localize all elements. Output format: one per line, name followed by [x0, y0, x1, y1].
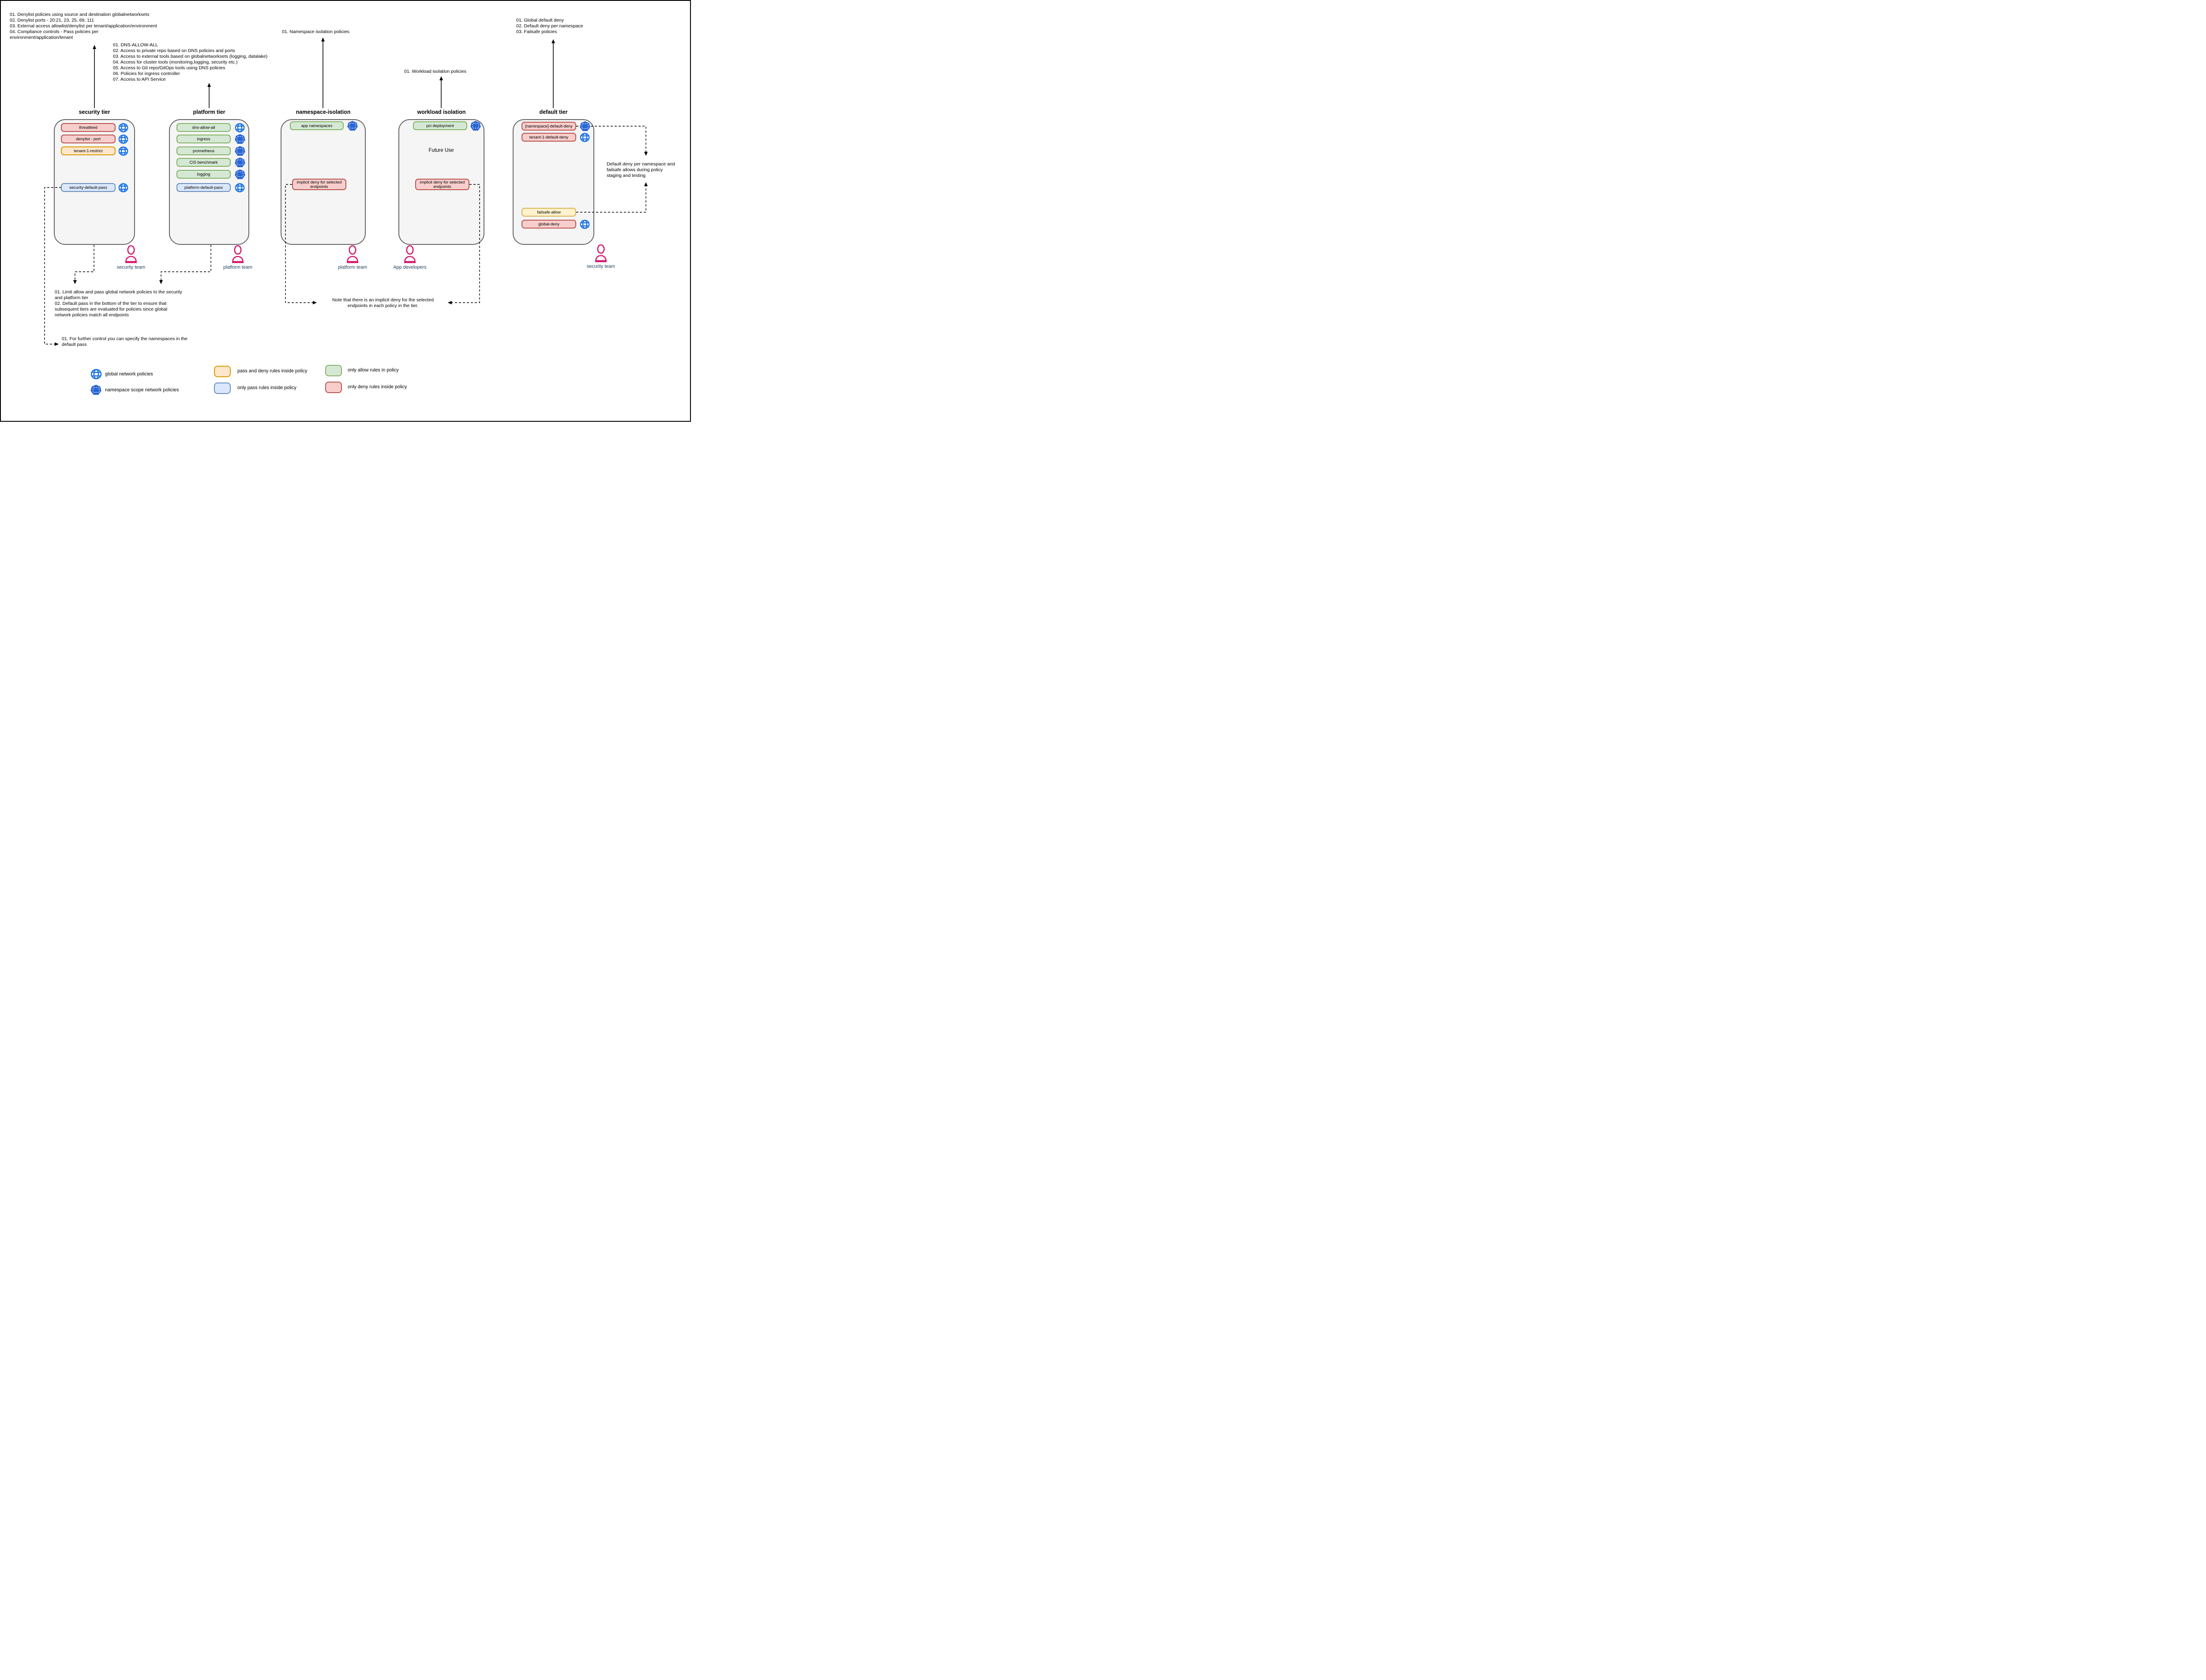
globe-icon	[118, 146, 128, 156]
limit-note: 01. Limit allow and pass global network …	[55, 289, 182, 318]
legend-label-only-allow: only allow rules in policy	[348, 368, 399, 373]
tier-box-workload-isolation	[398, 119, 484, 245]
tier-title-namespace-isolation: namespace-isolation	[296, 109, 351, 115]
policy-global-deny: global-deny	[521, 220, 576, 229]
namespace-icon	[235, 158, 245, 167]
person-icon	[404, 245, 416, 263]
namespace-icon	[235, 169, 245, 179]
tier-title-default: default tier	[539, 109, 568, 115]
person-icon	[125, 245, 137, 263]
policy-tenant-1-default-deny: tenant-1-default-deny	[521, 133, 576, 142]
diagram-canvas: 01. Denylist policies using source and d…	[0, 0, 691, 422]
policy-implicit-deny-ns: implicit deny for selected endpoints	[292, 179, 346, 190]
legend-label-global: global network policies	[105, 371, 153, 377]
tier-title-platform: platform tier	[193, 109, 225, 115]
globe-icon	[90, 369, 102, 379]
legend-swatch-red	[325, 382, 342, 393]
default-tier-notes: 01. Global default deny 02. Default deny…	[516, 18, 583, 34]
globe-icon	[118, 123, 128, 132]
tier-title-security: security tier	[79, 109, 110, 115]
namespace-icon	[347, 121, 358, 131]
team-label-platform-2: platform team	[338, 265, 367, 270]
globe-icon	[235, 123, 245, 132]
tier-title-workload-isolation: workload isolation	[417, 109, 466, 115]
namespace-icon	[235, 146, 245, 156]
policy-pci-deployment: pci deployment	[413, 121, 467, 130]
policy-cis-benchmark: CIS benchmark	[176, 158, 231, 167]
namespace-icon	[235, 134, 245, 144]
legend-swatch-orange	[214, 366, 231, 377]
implicit-deny-note: Note that there is an implicit deny for …	[332, 297, 434, 308]
team-label-security: security team	[116, 265, 146, 270]
workload-isolation-note: 01. Workload isolation policies	[404, 69, 467, 74]
person-icon	[232, 245, 244, 263]
policy-prometheus: prometheus	[176, 146, 231, 155]
legend-label-only-deny: only deny rules inside policy	[348, 384, 407, 390]
team-label-security-2: security team	[586, 264, 615, 269]
policy-ingress: ingress	[176, 135, 231, 143]
connector-lines	[44, 38, 690, 346]
namespace-icon	[580, 121, 590, 131]
further-control-note: 01. For further control you can specify …	[62, 336, 188, 347]
policy-namespace-default-deny: [namespace]-default-deny	[521, 122, 576, 131]
policy-dns-allow-all: dns-allow-all	[176, 123, 231, 132]
policy-logging: logging	[176, 170, 231, 179]
person-icon	[347, 245, 358, 263]
policy-denylist-port: denylist - port	[61, 135, 116, 143]
team-label-platform: platform team	[223, 265, 252, 270]
legend-label-namespace: namespace scope network policies	[105, 387, 179, 393]
globe-icon	[235, 183, 245, 192]
namespace-icon	[470, 121, 481, 131]
legend-swatch-green	[325, 365, 342, 376]
globe-icon	[580, 133, 590, 142]
legend-label-only-pass: only pass rules inside policy	[237, 385, 296, 390]
person-icon	[595, 244, 607, 262]
globe-icon	[580, 220, 590, 229]
policy-implicit-deny-workload: implicit deny for selected endpoints	[415, 179, 469, 190]
platform-tier-notes: 01. DNS-ALLOW-ALL 02. Access to private …	[113, 42, 268, 82]
security-tier-notes: 01. Denylist policies using source and d…	[10, 12, 157, 40]
namespace-isolation-note: 01. Namespace isolation policies	[282, 29, 349, 34]
team-label-app-developers: App developers	[393, 265, 427, 270]
policy-security-default-pass: security-default-pass	[61, 183, 116, 192]
policy-platform-default-pass: platform-default-pass	[176, 183, 231, 192]
globe-icon	[118, 135, 128, 144]
policy-failsafe-allow: failsafe-allow	[521, 208, 576, 217]
policy-threatfeed: threatfeed	[61, 123, 116, 132]
future-use-label: Future Use	[428, 148, 454, 153]
staging-note: Default deny per namespace and failsafe …	[607, 161, 675, 178]
namespace-icon	[90, 385, 101, 395]
legend-swatch-blue	[214, 382, 231, 394]
legend-label-pass-deny: pass and deny rules inside policy	[237, 368, 308, 374]
policy-tenant-1-restrict: tenant-1-restrict	[61, 146, 116, 155]
policy-app-namespaces: app namespaces	[290, 121, 344, 130]
globe-icon	[118, 183, 128, 192]
